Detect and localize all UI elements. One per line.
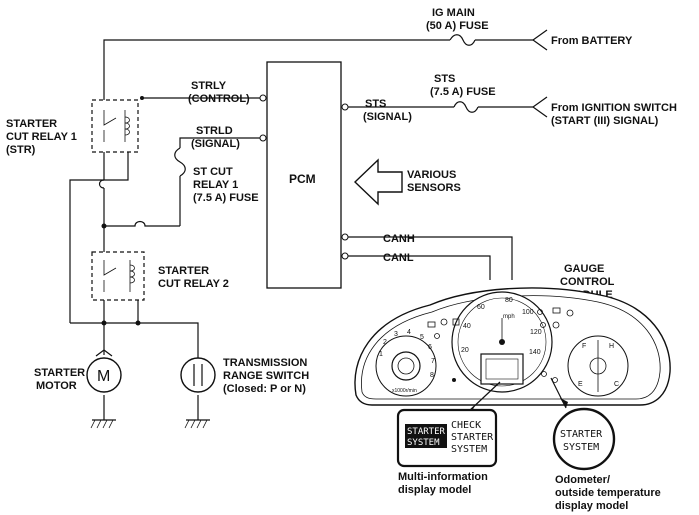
temp-hot-mark: H bbox=[609, 343, 614, 350]
multi-information-display-inset: STARTER SYSTEM CHECK STARTER SYSTEM Mult… bbox=[396, 408, 498, 496]
fuse-symbol-st-cut bbox=[174, 147, 186, 177]
tach-tick-2: 2 bbox=[383, 339, 387, 346]
trs-label-line3: (Closed: P or N) bbox=[223, 383, 306, 395]
sts-signal-label-line2: (SIGNAL) bbox=[363, 111, 412, 123]
gauge-module-label-line2: CONTROL bbox=[560, 276, 615, 288]
strld-label-line1: STRLD bbox=[196, 125, 233, 137]
speed-tick-120: 120 bbox=[530, 329, 542, 336]
mid-display-text-line2: SYSTEM bbox=[407, 438, 440, 448]
trs-label-line2: RANGE SWITCH bbox=[223, 370, 309, 382]
mid-check-text-line2: STARTER bbox=[451, 432, 494, 443]
starter-cut-relay-1: STARTER CUT RELAY 1 (STR) bbox=[6, 96, 144, 156]
odo-caption-line2: outside temperature bbox=[555, 487, 661, 499]
from-battery-label: From BATTERY bbox=[551, 35, 633, 47]
gauge-cluster: 1 2 3 4 5 6 7 8 x1000r/min 20 40 60 80 1… bbox=[354, 287, 671, 406]
mid-check-text-line1: CHECK bbox=[451, 420, 481, 431]
mid-check-text-line3: SYSTEM bbox=[451, 444, 487, 455]
relay2-label-line1: STARTER bbox=[158, 265, 209, 277]
pcm-label: PCM bbox=[289, 172, 316, 186]
from-ignition-label-line1: From IGNITION SWITCH bbox=[551, 102, 677, 114]
tach-unit: x1000r/min bbox=[392, 388, 417, 394]
strly-label-line1: STRLY bbox=[191, 80, 227, 92]
odo-display-text-line2: SYSTEM bbox=[563, 442, 599, 453]
odo-caption-line1: Odometer/ bbox=[555, 474, 610, 486]
ignition-connector-arrow bbox=[531, 96, 548, 118]
mid-caption-line1: Multi-information bbox=[398, 471, 488, 483]
tach-tick-3: 3 bbox=[394, 331, 398, 338]
speed-tick-20: 20 bbox=[461, 347, 469, 354]
canh-label: CANH bbox=[383, 233, 415, 245]
speed-tick-100: 100 bbox=[522, 309, 534, 316]
left-wiring bbox=[69, 46, 260, 420]
starter-motor: M STARTER MOTOR bbox=[34, 349, 122, 393]
sts-signal-label-line1: STS bbox=[365, 98, 386, 110]
mid-caption-line2: display model bbox=[398, 484, 471, 496]
fuse-symbol-sts bbox=[453, 101, 479, 113]
tach-tick-7: 7 bbox=[431, 358, 435, 365]
gauge-module-label-line1: GAUGE bbox=[564, 263, 604, 275]
st-cut-fuse-label-line2: RELAY 1 bbox=[193, 179, 238, 191]
odometer-display-inset: STARTER SYSTEM Odometer/ outside tempera… bbox=[552, 407, 661, 512]
tach-tick-8: 8 bbox=[430, 372, 434, 379]
st-cut-fuse-label-line1: ST CUT bbox=[193, 166, 233, 178]
can-bus-lines: CANH CANL bbox=[348, 233, 513, 280]
from-ignition-label-line2: (START (III) SIGNAL) bbox=[551, 115, 659, 127]
temp-cold-mark: C bbox=[614, 381, 619, 388]
tach-tick-6: 6 bbox=[428, 344, 432, 351]
various-sensors-label-line1: VARIOUS bbox=[407, 169, 456, 181]
various-sensors-arrow: VARIOUS SENSORS bbox=[353, 158, 461, 206]
starter-motor-label-line1: STARTER bbox=[34, 367, 85, 379]
fuel-empty-mark: E bbox=[578, 381, 583, 388]
ground-symbols bbox=[90, 419, 210, 429]
ig-main-fuse: IG MAIN (50 A) FUSE From BATTERY bbox=[103, 7, 633, 51]
motor-symbol: M bbox=[97, 368, 110, 385]
battery-connector-arrow bbox=[531, 29, 548, 51]
fuse-symbol-ig-main bbox=[449, 34, 476, 46]
strly-label-line2: (CONTROL) bbox=[188, 93, 250, 105]
starter-cut-relay-2: STARTER CUT RELAY 2 bbox=[91, 251, 229, 301]
tach-tick-1: 1 bbox=[379, 351, 383, 358]
fuel-full-mark: F bbox=[582, 343, 586, 350]
odo-caption-line3: display model bbox=[555, 500, 628, 512]
various-sensors-label-line2: SENSORS bbox=[407, 182, 461, 194]
odo-display-text-line1: STARTER bbox=[560, 429, 603, 440]
starter-motor-label-line2: MOTOR bbox=[36, 380, 77, 392]
relay1-label-line1: STARTER bbox=[6, 118, 57, 130]
speed-tick-80: 80 bbox=[505, 297, 513, 304]
relay1-label-line3: (STR) bbox=[6, 144, 36, 156]
pcm-box: PCM bbox=[259, 61, 349, 289]
sts-fuse-label-line1: STS bbox=[434, 73, 455, 85]
tach-tick-4: 4 bbox=[407, 329, 411, 336]
mid-display-text-line1: STARTER bbox=[407, 427, 446, 437]
transmission-range-switch: TRANSMISSION RANGE SWITCH (Closed: P or … bbox=[180, 357, 309, 395]
strld-label-line2: (SIGNAL) bbox=[191, 138, 240, 150]
relay2-label-line2: CUT RELAY 2 bbox=[158, 278, 229, 290]
tach-tick-5: 5 bbox=[420, 334, 424, 341]
relay1-label-line2: CUT RELAY 1 bbox=[6, 131, 77, 143]
ig-main-fuse-label-line2: (50 A) FUSE bbox=[426, 20, 489, 32]
speed-tick-60: 60 bbox=[477, 304, 485, 311]
ig-main-fuse-label-line1: IG MAIN bbox=[432, 7, 475, 19]
trs-label-line1: TRANSMISSION bbox=[223, 357, 307, 369]
st-cut-fuse-label-line3: (7.5 A) FUSE bbox=[193, 192, 259, 204]
sts-fuse: STS (7.5 A) FUSE From IGNITION SWITCH (S… bbox=[342, 73, 677, 127]
speed-tick-140: 140 bbox=[529, 349, 541, 356]
canl-label: CANL bbox=[383, 252, 414, 264]
center-display-window bbox=[480, 353, 524, 385]
speed-unit: mph bbox=[503, 314, 515, 320]
speed-tick-40: 40 bbox=[463, 323, 471, 330]
sts-fuse-label-line2: (7.5 A) FUSE bbox=[430, 86, 496, 98]
indicator-lamps bbox=[427, 307, 574, 383]
